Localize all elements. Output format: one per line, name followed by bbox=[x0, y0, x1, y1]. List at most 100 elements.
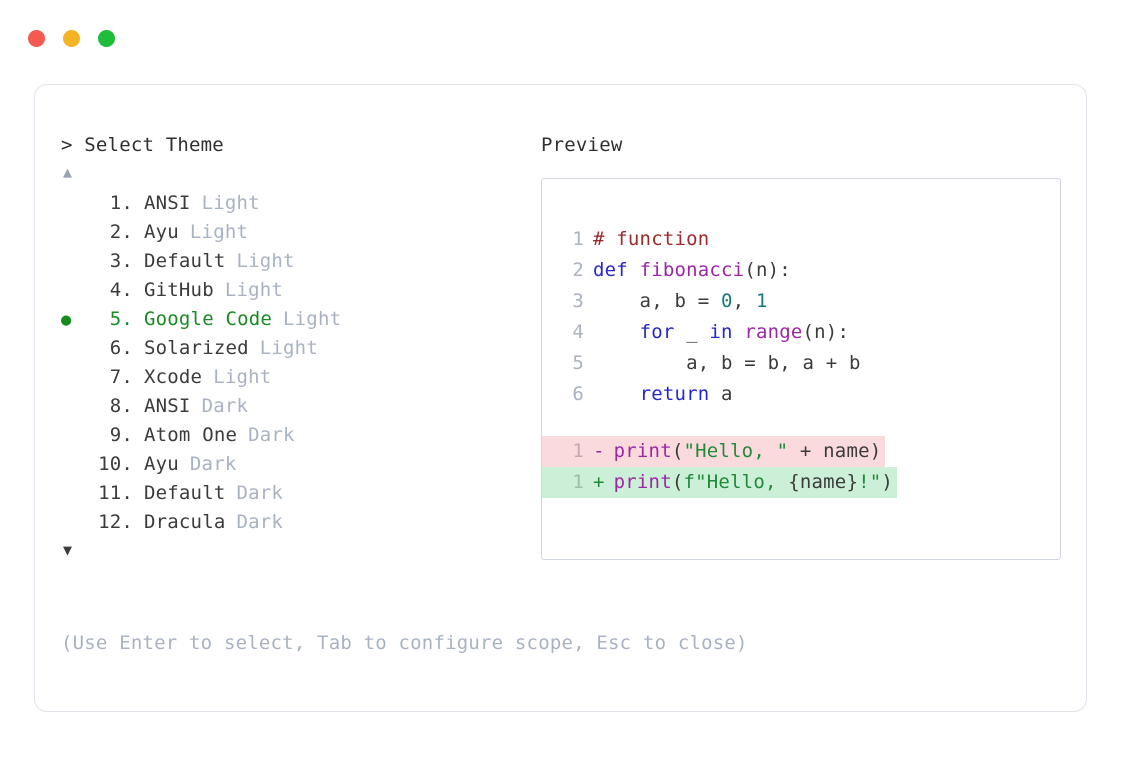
theme-item-number: 1. bbox=[109, 192, 133, 214]
theme-item-number: 10. bbox=[98, 453, 133, 475]
theme-item-variant: Dark bbox=[189, 453, 237, 475]
code-line-text: # function bbox=[584, 224, 709, 255]
diff-line-body: 1 +print(f"Hello, {name}!") bbox=[542, 467, 898, 498]
code-line-text: a, b = 0, 1 bbox=[584, 286, 768, 317]
theme-item-variant: Light bbox=[224, 279, 284, 301]
code-token: return bbox=[639, 383, 710, 405]
window-controls bbox=[28, 30, 115, 47]
diff-sign: + bbox=[593, 471, 605, 493]
theme-item-name: ANSI bbox=[144, 192, 191, 214]
diff-line-body: 1-print("Hello, " + name) bbox=[542, 436, 886, 467]
theme-item-name: Dracula bbox=[144, 511, 226, 533]
page-title: Select Theme bbox=[84, 134, 224, 156]
theme-item-name: Ayu bbox=[144, 221, 179, 243]
preview-label: Preview bbox=[541, 134, 623, 156]
code-token: {name} bbox=[788, 471, 859, 493]
theme-item-number: 4. bbox=[109, 279, 133, 301]
theme-item-number: 6. bbox=[109, 337, 133, 359]
theme-item-variant: Light bbox=[236, 250, 295, 272]
theme-item-name: ANSI bbox=[144, 395, 191, 417]
theme-item-variant: Light bbox=[189, 221, 249, 243]
theme-item-name: Ayu bbox=[144, 453, 179, 475]
code-token: (n): bbox=[744, 259, 791, 281]
code-token: # function bbox=[593, 228, 710, 250]
theme-list-item[interactable]: 9. Atom One Dark bbox=[61, 421, 531, 450]
code-token: a, b = b, a + b bbox=[593, 352, 861, 374]
line-number: 6 bbox=[572, 383, 584, 405]
code-token: _ bbox=[674, 321, 710, 343]
code-token: !" bbox=[858, 471, 882, 493]
code-line-text: return a bbox=[584, 379, 733, 410]
diff-line-removed: 1-print("Hello, " + name) bbox=[542, 436, 1060, 467]
theme-item-variant: Light bbox=[213, 366, 272, 388]
theme-list-item[interactable]: 11. Default Dark bbox=[61, 479, 531, 508]
code-line: 5 a, b = b, a + b bbox=[542, 348, 1060, 379]
code-token: , bbox=[732, 290, 756, 312]
diff-line-added: 1 +print(f"Hello, {name}!") bbox=[542, 467, 1060, 498]
code-line-text: for _ in range(n): bbox=[584, 317, 849, 348]
theme-item-number: 5. bbox=[109, 308, 133, 330]
code-token: f"Hello, bbox=[683, 471, 789, 493]
line-number: 5 bbox=[572, 352, 584, 374]
theme-item-number: 2. bbox=[109, 221, 133, 243]
line-number: 2 bbox=[572, 259, 584, 281]
scroll-down-icon[interactable]: ▼ bbox=[63, 541, 73, 559]
code-line: 6 return a bbox=[542, 379, 1060, 410]
minimize-dot[interactable] bbox=[63, 30, 80, 47]
code-token: range bbox=[744, 321, 803, 343]
theme-item-number: 9. bbox=[109, 424, 133, 446]
theme-item-name: Xcode bbox=[144, 366, 203, 388]
theme-item-number: 12. bbox=[98, 511, 133, 533]
theme-item-name: Atom One bbox=[144, 424, 238, 446]
code-token bbox=[733, 321, 745, 343]
theme-item-variant: Dark bbox=[248, 424, 295, 446]
theme-item-name: Google Code bbox=[144, 308, 273, 330]
theme-item-name: GitHub bbox=[144, 279, 214, 301]
selected-bullet-icon: ● bbox=[61, 310, 72, 330]
code-token bbox=[593, 383, 640, 405]
theme-list-item[interactable]: 2. Ayu Light bbox=[61, 218, 531, 247]
theme-item-number: 11. bbox=[98, 482, 133, 504]
code-token: (n): bbox=[802, 321, 850, 343]
code-token: + name) bbox=[788, 440, 882, 462]
code-token bbox=[593, 321, 640, 343]
theme-item-name: Default bbox=[144, 482, 226, 504]
theme-item-variant: Dark bbox=[236, 482, 284, 504]
prompt-caret-icon: > bbox=[61, 134, 73, 156]
theme-list-item[interactable]: 7. Xcode Light bbox=[61, 363, 531, 392]
theme-item-variant: Dark bbox=[201, 395, 249, 417]
line-number: 1 bbox=[572, 440, 584, 462]
code-line-text: def fibonacci(n): bbox=[584, 255, 791, 286]
diff-sign: - bbox=[593, 440, 605, 462]
theme-list-item[interactable]: 10. Ayu Dark bbox=[61, 450, 531, 479]
keyboard-hint: (Use Enter to select, Tab to configure s… bbox=[61, 632, 748, 654]
theme-item-number: 3. bbox=[109, 250, 133, 272]
theme-item-name: Solarized bbox=[144, 337, 249, 359]
scroll-up-icon[interactable]: ▲ bbox=[63, 163, 73, 181]
code-token: ( bbox=[671, 440, 684, 462]
line-number: 4 bbox=[572, 321, 584, 343]
theme-list-item[interactable]: 4. GitHub Light bbox=[61, 276, 531, 305]
theme-item-number: 7. bbox=[109, 366, 133, 388]
code-token: def bbox=[593, 259, 640, 281]
code-line-text: a, b = b, a + b bbox=[584, 348, 861, 379]
line-number: 1 bbox=[572, 228, 584, 250]
code-token: fibonacci bbox=[639, 259, 745, 281]
close-dot[interactable] bbox=[28, 30, 45, 47]
code-line: 4 for _ in range(n): bbox=[542, 317, 1060, 348]
code-line: 1 # function bbox=[542, 224, 1060, 255]
code-token: 0 bbox=[721, 290, 733, 312]
code-token: ) bbox=[881, 471, 894, 493]
line-number: 1 bbox=[572, 471, 584, 493]
diff-line-text: print(f"Hello, {name}!") bbox=[605, 467, 893, 498]
prompt-row: > Select Theme bbox=[61, 131, 531, 159]
maximize-dot[interactable] bbox=[98, 30, 115, 47]
